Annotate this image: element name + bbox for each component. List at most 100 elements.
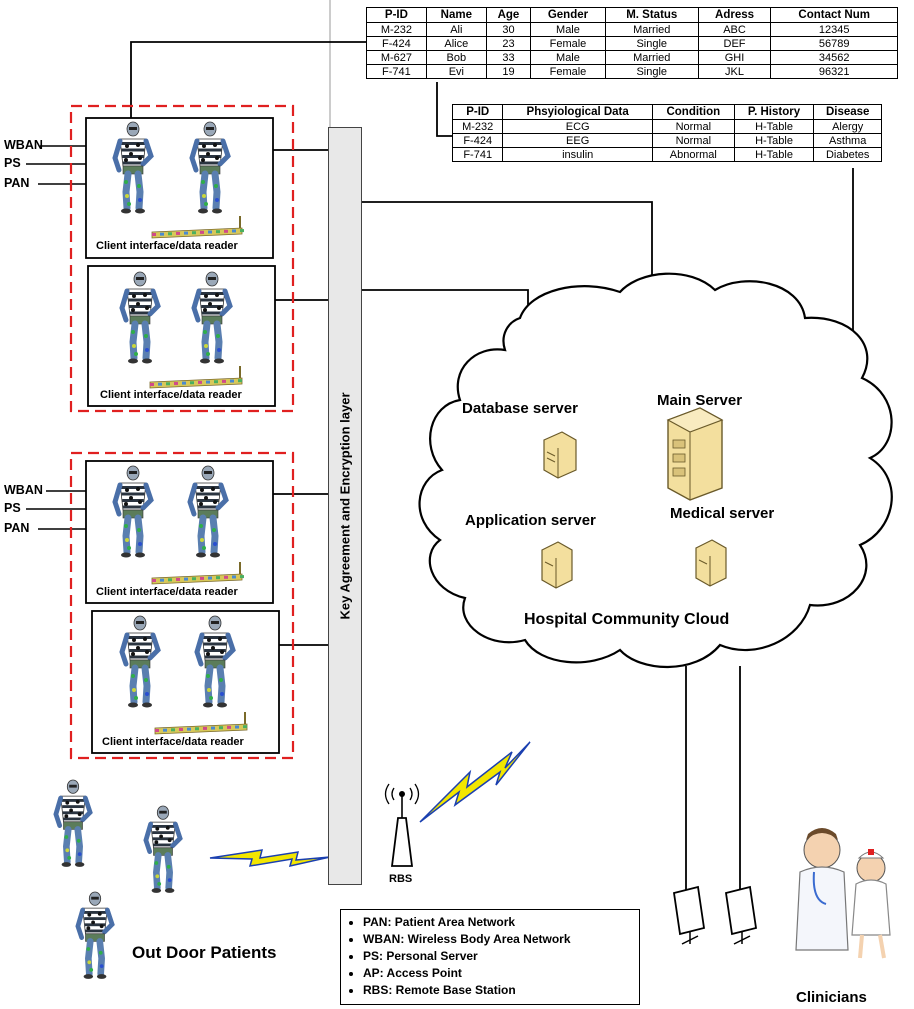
encryption-layer: Key Agreement and Encryption layer [328,127,362,885]
table-cell: Diabetes [813,147,882,162]
table-cell: F-424 [451,133,504,148]
layer-cloud-link-1 [362,201,653,285]
table-cell: Female [530,64,606,79]
legend-item: AP: Access Point [363,965,639,982]
legend: PAN: Patient Area Network WBAN: Wireless… [340,909,640,1005]
pan-label: PAN [4,521,30,535]
rbs-antenna-icon [384,783,420,867]
data-reader-icon [151,562,244,585]
application-server-label: Application server [465,512,596,529]
pan-label: PAN [4,176,30,190]
table-cell: 19 [485,64,532,79]
table-cell: Abnormal [651,147,735,162]
table-cell: DEF [697,36,772,51]
application-server-icon [541,541,573,589]
patient_table-header-cell: Name [425,7,487,23]
table-cell: Alergy [813,119,882,134]
table-cell: Ali [425,22,487,37]
clinicians-icon [795,828,891,959]
table-cell: Single [604,36,699,51]
main-server-icon [666,407,724,501]
patient-robot-icon [143,805,183,893]
table-cell: Male [530,22,606,37]
patient-robot-icon [187,465,229,558]
table-cell: F-741 [451,147,504,162]
database-server-icon [543,431,577,479]
medical_table-header-cell: Condition [651,104,735,120]
patient-robot-icon [53,779,93,867]
table-cell: Asthma [813,133,882,148]
database-server-label: Database server [462,400,578,417]
medical_table-header-cell: Disease [813,104,882,120]
clinicians-label: Clinicians [796,989,867,1006]
medical_table-header-cell: P-ID [451,104,504,120]
layer-cloud-link-2 [362,289,529,312]
client-interface-label: Client interface/data reader [96,586,238,598]
patient-robot-icon [112,121,154,214]
patient-robot-icon [194,615,236,708]
legend-item: RBS: Remote Base Station [363,982,639,999]
table-cell: GHI [697,50,772,65]
lightning-bolt-outdoor [209,849,331,868]
table-cell: Married [604,50,699,65]
patient_table-header-cell: Gender [530,7,606,23]
table-cell: Normal [651,119,735,134]
table-cell: H-Table [733,119,815,134]
table-cell: F-741 [366,64,427,79]
table-cell: 34562 [770,50,898,65]
main-server-label: Main Server [657,392,743,409]
patient-robot-icon [119,615,161,708]
encryption-layer-label: Key Agreement and Encryption layer [337,392,353,620]
table-cell: Bob [425,50,487,65]
client-interface-label: Client interface/data reader [100,389,242,401]
table-cell: ABC [697,22,772,37]
patient_table-header-cell: Contact Num [770,7,898,23]
patient-robot-icon [191,271,233,364]
ps-label: PS [4,501,21,515]
table-cell: Single [604,64,699,79]
table-cell: 96321 [770,64,898,79]
table-cell: Evi [425,64,487,79]
table-link [436,82,452,137]
data-reader-icon [149,366,243,389]
medical-server-icon [695,539,727,587]
patient-robot-icon [119,271,161,364]
display-screen-icon [724,885,758,945]
data-reader-icon [151,216,244,239]
patient-group-1 [69,104,295,413]
table-cell: 12345 [770,22,898,37]
legend-item: PS: Personal Server [363,948,639,965]
medical_table-header-cell: P. History [733,104,815,120]
table-cell: EEG [502,133,653,148]
patient-robot-icon [75,891,115,979]
table-cell: H-Table [733,147,815,162]
table-cell: insulin [502,147,653,162]
table-cell: 23 [485,36,532,51]
data-readers [149,216,248,735]
rbs-label: RBS [389,873,413,885]
table-cell: M-232 [451,119,504,134]
table-cell: F-424 [366,36,427,51]
table-cell: M-627 [366,50,427,65]
legend-item: WBAN: Wireless Body Area Network [363,931,639,948]
patient-robot-icon [189,121,231,214]
wban-label: WBAN [4,138,43,152]
table-cell: 30 [485,22,532,37]
outdoor-patients-label: Out Door Patients [132,943,277,962]
patient_table-header-cell: M. Status [604,7,699,23]
table-cell: Female [530,36,606,51]
patient-group-2 [69,451,295,760]
table-cell: JKL [697,64,772,79]
legend-item: PAN: Patient Area Network [363,914,639,931]
medical-server-label: Medical server [670,505,775,522]
